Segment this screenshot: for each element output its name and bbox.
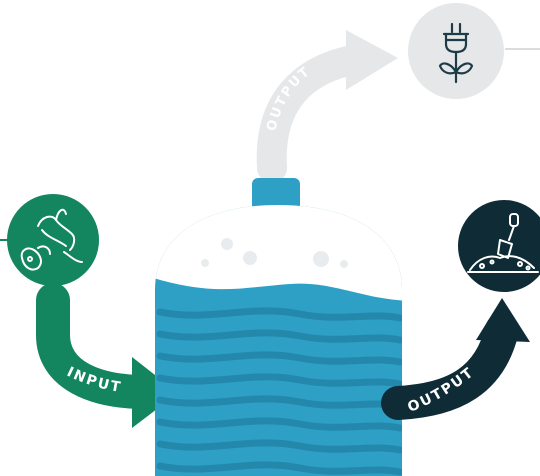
input-node xyxy=(7,194,99,286)
fertilizer-output-node xyxy=(458,200,540,292)
energy-output-node xyxy=(408,3,504,99)
digester-tank xyxy=(150,178,410,476)
